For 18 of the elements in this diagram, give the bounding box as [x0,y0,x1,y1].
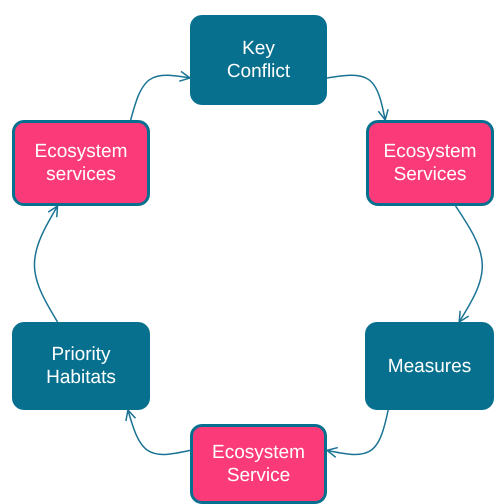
arrow [454,206,484,323]
node-label: Ecosystem services [34,140,128,186]
arrow [130,70,191,120]
node-label: Ecosystem Services [382,140,478,186]
node-label: Priority Habitats [45,343,117,389]
arrow [326,410,389,458]
node-label: Ecosystem Service [211,441,306,487]
arrow [34,205,58,322]
arrow [326,74,389,121]
node-label: Measures [388,354,472,378]
arrow [125,409,190,456]
highlight-box [366,120,494,206]
highlight-box [190,424,327,504]
process-box [365,322,494,410]
highlight-box [12,120,150,206]
node-label: Key Conflict [226,37,292,83]
process-box [190,15,327,105]
process-box [12,322,150,410]
